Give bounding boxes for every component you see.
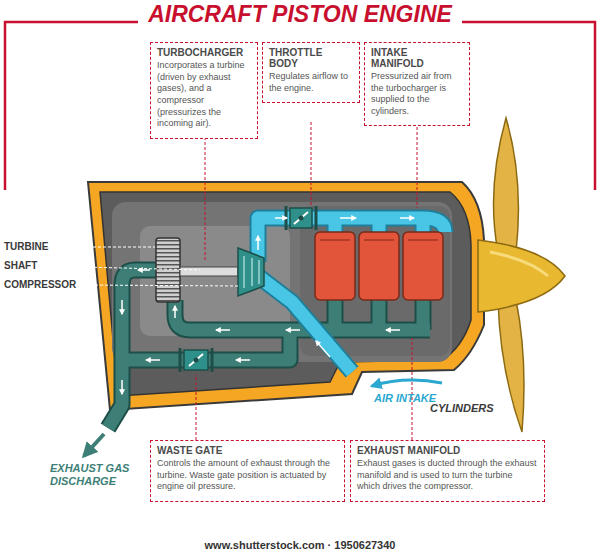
title-row: AIRCRAFT PISTON ENGINE xyxy=(0,1,600,28)
propeller xyxy=(498,300,524,432)
intake-pipe xyxy=(258,218,445,372)
nacelle xyxy=(88,182,484,410)
flow-arrows xyxy=(174,306,176,318)
cylinders xyxy=(320,239,438,241)
flow-arrows xyxy=(257,236,259,250)
turbocharger xyxy=(156,238,180,302)
throttle-body xyxy=(290,208,312,228)
callout-heading: INTAKE MANIFOLD xyxy=(371,47,463,69)
waste-gate-valve xyxy=(180,348,212,372)
flow-arrows xyxy=(122,218,414,394)
throttle-body xyxy=(286,206,316,230)
part-leaders xyxy=(58,247,155,248)
intake-arrow xyxy=(372,380,442,386)
flow-arrows xyxy=(121,380,123,394)
part-leaders xyxy=(44,266,200,270)
callout-body: Controls the amount of exhaust through t… xyxy=(157,458,338,493)
callout-box: TURBOCHARGER Incorporates a turbine (driv… xyxy=(150,42,258,139)
leader-lines xyxy=(417,122,418,208)
flow-arrows xyxy=(316,341,330,357)
part-label: COMPRESSOR xyxy=(4,279,76,290)
part-leaders xyxy=(80,285,238,286)
callout-heading: THROTTLE BODY xyxy=(269,47,353,69)
diagram-title: AIRCRAFT PISTON ENGINE xyxy=(138,1,462,27)
throttle-body xyxy=(286,206,316,230)
flow-arrows xyxy=(121,300,123,314)
callout-heading: WASTE GATE xyxy=(157,445,338,456)
callout-body: Incorporates a turbine (driven by exhaus… xyxy=(157,60,251,130)
throttle-body xyxy=(299,216,304,221)
callout-box: THROTTLE BODYRegulates airflow to the en… xyxy=(262,42,360,103)
exhaust-pipe xyxy=(108,270,160,428)
discharge-arrow xyxy=(84,434,104,456)
flow-arrows xyxy=(275,217,287,219)
part-label: CYLINDERS xyxy=(430,402,494,414)
spinner xyxy=(478,240,565,312)
part-label: TURBINE xyxy=(4,241,48,252)
cylinders xyxy=(315,232,443,300)
nacelle xyxy=(112,202,452,362)
turbocharger xyxy=(180,267,238,276)
flow-arrows xyxy=(216,329,230,331)
callout-heading: EXHAUST MANIFOLD xyxy=(357,445,538,456)
leader-lines xyxy=(196,374,197,445)
throttle-body xyxy=(294,212,308,224)
nacelle xyxy=(100,192,471,396)
flow-label: EXHAUST GAS DISCHARGE xyxy=(50,462,146,488)
part-label: SHAFT xyxy=(4,260,37,271)
callout-body: Regulates airflow to the engine. xyxy=(269,71,353,94)
callout-heading: TURBOCHARGER xyxy=(157,47,251,58)
callout-box: EXHAUST MANIFOLD Exhaust gases is ducted … xyxy=(350,440,545,502)
flow-arrows xyxy=(286,329,300,331)
cylinders xyxy=(359,232,399,300)
waste-gate-valve xyxy=(189,354,203,366)
turbocharger xyxy=(244,256,259,288)
waste-gate-valve xyxy=(194,358,199,363)
flow-label: AIR INTAKE xyxy=(374,392,436,404)
waste-gate-valve xyxy=(180,348,212,372)
flow-arrows xyxy=(340,217,356,219)
spinner xyxy=(490,252,548,276)
intake-pipe xyxy=(258,218,445,372)
turbocharger xyxy=(238,248,264,296)
callout-box: INTAKE MANIFOLDPressurized air from the … xyxy=(364,42,470,126)
flow-arrows xyxy=(146,359,160,361)
watermark: www.shutterstock.com · 1950627340 xyxy=(0,539,600,551)
cylinders xyxy=(315,232,355,300)
leader-lines xyxy=(205,122,206,262)
discharge-arrow xyxy=(84,434,104,456)
leader-lines xyxy=(412,338,413,445)
flow-arrows xyxy=(236,359,250,361)
callout-body: Exhaust gases is ducted through the exha… xyxy=(357,458,538,493)
spinner xyxy=(478,240,565,312)
turbocharger xyxy=(156,238,264,302)
flow-arrows xyxy=(138,269,150,271)
callout-body: Pressurized air from the turbocharger is… xyxy=(371,71,463,118)
callout-box: WASTE GATE Controls the amount of exhaust… xyxy=(150,440,345,502)
leader-lines xyxy=(311,122,312,206)
waste-gate-valve xyxy=(184,350,208,370)
intake-pipe xyxy=(258,218,445,372)
flow-arrows xyxy=(400,217,414,219)
intake-arrow xyxy=(372,380,442,386)
flow-arrows xyxy=(386,329,400,331)
propeller xyxy=(494,118,519,252)
exhaust-pipe xyxy=(108,270,160,428)
cylinders xyxy=(403,232,443,300)
nacelle xyxy=(88,182,484,410)
